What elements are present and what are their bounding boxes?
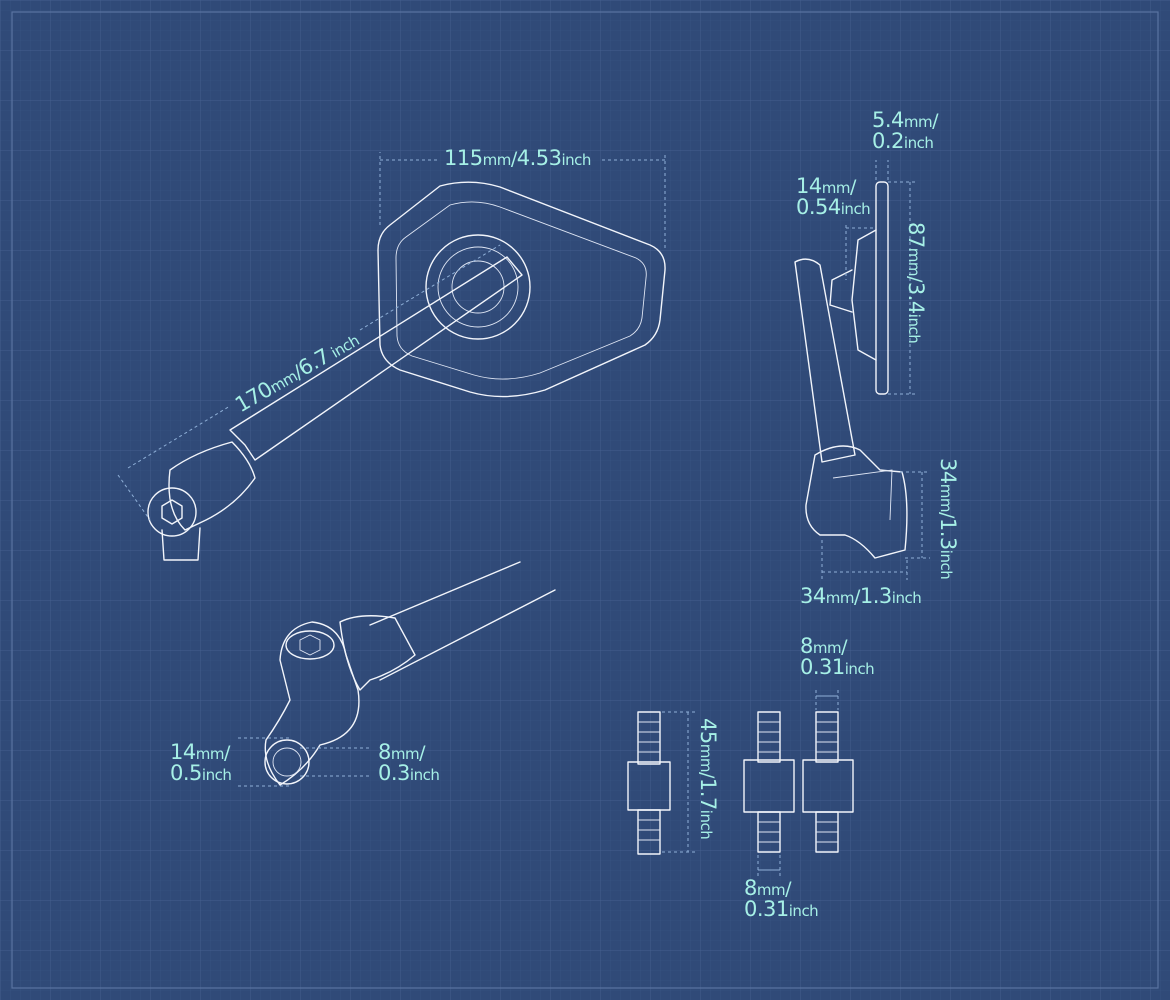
dim-mount-depth: 14mm/ 0.54inch <box>796 174 871 219</box>
clamp-hole-inner <box>272 747 302 777</box>
mirror-arm-joint <box>168 441 256 531</box>
dim-clamp-hole-outer: 14mm/ 0.5inch <box>170 740 232 785</box>
mirror-backing-side <box>851 229 877 361</box>
dim-mount-depth-metric-unit: mm <box>821 179 851 197</box>
mirror-front-view <box>117 152 666 561</box>
mirror-arm <box>229 256 523 461</box>
dim-mirror-width-metric: 115 <box>444 146 483 170</box>
dim-base-width-imperial: 1.3 <box>859 584 892 608</box>
dim-base-height: 34mm/1.3inch <box>936 458 960 580</box>
dim-mount-depth-sep: / <box>849 176 856 198</box>
dim-glass-thickness-imperial-unit: inch <box>903 134 934 152</box>
mirror-mount-ring-inner <box>437 246 519 328</box>
dim-base-height-imperial-unit: inch <box>937 549 955 580</box>
dim-base-width: 34mm/1.3inch <box>800 584 922 608</box>
mirror-base-foot <box>161 527 201 561</box>
dim-bolt-diameter-bottom: 8mm/ 0.31inch <box>744 876 819 921</box>
dim-bolt-length-metric-unit: mm <box>697 743 715 772</box>
dim-base-height-metric-unit: mm <box>937 483 955 512</box>
dim-glass-thickness: 5.4mm/ 0.2inch <box>872 108 939 153</box>
dim-mirror-height: 87mm/3.4inch <box>904 222 928 344</box>
dim-mount-depth-imperial-unit: inch <box>840 200 871 218</box>
dim-clamp-hole-outer-metric-unit: mm <box>195 745 225 763</box>
mirror-base-knuckle <box>147 487 197 537</box>
bolts-view <box>627 690 854 878</box>
dim-mirror-height-metric-unit: mm <box>905 247 923 276</box>
dim-mount-depth-imperial: 0.54 <box>796 195 841 219</box>
dim-mirror-width-metric-unit: mm <box>482 151 512 169</box>
mirror-housing-outline <box>377 181 666 398</box>
dim-mount-depth-metric: 14 <box>796 174 822 198</box>
dim-clamp-hole-outer-imperial-unit: inch <box>201 766 232 784</box>
dim-clamp-hole-inner: 8mm/ 0.3inch <box>378 740 440 785</box>
dim-bolt-diameter-top-sep: / <box>841 636 848 658</box>
dim-glass-thickness-sep: / <box>932 110 939 132</box>
dim-mirror-width-imperial: 4.53 <box>516 146 562 170</box>
dim-clamp-hole-inner-imperial-unit: inch <box>409 766 440 784</box>
clamp-arm <box>369 561 556 681</box>
mirror-glass-side <box>875 181 889 395</box>
dim-clamp-hole-outer-metric: 14 <box>170 740 196 764</box>
clamp-body <box>264 621 360 786</box>
dim-base-width-metric-unit: mm <box>825 589 855 607</box>
dim-base-height-metric: 34 <box>936 458 960 484</box>
dim-glass-thickness-metric: 5.4 <box>872 108 904 132</box>
dim-clamp-hole-outer-imperial: 0.5 <box>170 761 202 785</box>
dim-base-height-imperial: 1.3 <box>936 517 960 550</box>
dim-bolt-diameter-top-metric-unit: mm <box>812 639 842 657</box>
dim-bolt-diameter-top-imperial: 0.31 <box>800 655 845 679</box>
dim-bolt-length-imperial-unit: inch <box>697 809 715 840</box>
dim-mirror-height-imperial: 3.4 <box>904 281 928 314</box>
clamp-detail-view <box>238 561 556 787</box>
mirror-glass-outline <box>395 201 647 380</box>
clamp-bolt-head <box>285 630 335 660</box>
dim-clamp-hole-inner-metric-unit: mm <box>390 745 420 763</box>
bolt-left <box>627 711 671 855</box>
dim-clamp-hole-inner-imperial: 0.3 <box>378 761 410 785</box>
dim-bolt-diameter-bottom-metric-unit: mm <box>756 881 786 899</box>
dim-bolt-diameter-bottom-metric: 8 <box>744 876 757 900</box>
dim-bolt-diameter-top: 8mm/ 0.31inch <box>800 634 875 679</box>
bolt-middle <box>743 711 795 853</box>
dim-mirror-width: 115mm/4.53inch <box>444 148 591 169</box>
dim-bolt-diameter-bottom-sep: / <box>785 878 792 900</box>
dim-mirror-height-imperial-unit: inch <box>905 313 923 344</box>
dim-mirror-height-metric: 87 <box>904 222 928 248</box>
dim-bolt-length-imperial: 1.7 <box>696 777 720 810</box>
dim-clamp-hole-inner-metric: 8 <box>378 740 391 764</box>
mirror-mount-ring-outer <box>425 234 531 340</box>
dim-mirror-width-sep: / <box>510 148 517 170</box>
clamp-hex-icon <box>299 634 321 656</box>
dim-glass-thickness-imperial: 0.2 <box>872 129 904 153</box>
dim-bolt-diameter-bottom-imperial: 0.31 <box>744 897 789 921</box>
dim-bolt-length-metric: 45 <box>696 718 720 744</box>
dim-bolt-diameter-top-imperial-unit: inch <box>844 660 875 678</box>
dim-bolt-diameter-top-metric: 8 <box>800 634 813 658</box>
dim-base-width-imperial-unit: inch <box>891 589 922 607</box>
dim-base-width-metric: 34 <box>800 584 826 608</box>
dim-bolt-diameter-bottom-imperial-unit: inch <box>788 902 819 920</box>
clamp-hole-outer <box>264 739 310 785</box>
hex-socket-icon <box>161 499 183 525</box>
dim-bolt-length: 45mm/1.7inch <box>696 718 720 840</box>
dim-glass-thickness-metric-unit: mm <box>903 113 933 131</box>
dim-mirror-width-imperial-unit: inch <box>561 151 592 169</box>
dim-clamp-hole-outer-sep: / <box>223 742 230 764</box>
mirror-mount-side <box>829 269 853 313</box>
drawing-frame <box>11 11 1159 989</box>
mirror-arm-side <box>794 258 856 463</box>
dim-base-width-sep: / <box>853 586 860 608</box>
dim-clamp-hole-inner-sep: / <box>419 742 426 764</box>
bolt-right <box>802 711 854 853</box>
mirror-side-view <box>794 160 930 580</box>
mirror-clamp-side <box>805 445 908 559</box>
